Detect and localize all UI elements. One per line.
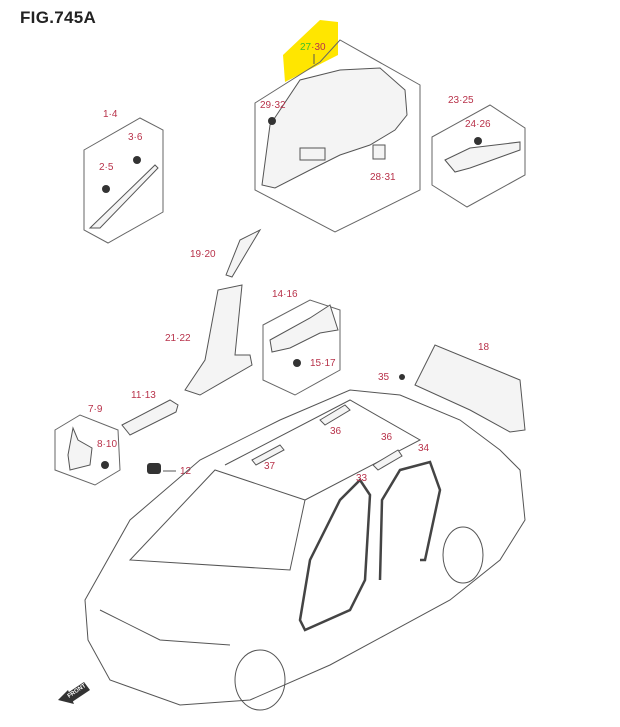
- part-label-28-31[interactable]: 28·31: [370, 172, 396, 183]
- clip-icon: [474, 137, 482, 145]
- car-body-outline: [84, 389, 526, 706]
- trim-14-16-part[interactable]: [269, 304, 339, 353]
- highlight-marker: [283, 20, 338, 82]
- part-label-7-9[interactable]: 7·9: [88, 404, 103, 415]
- trim-23-25-part[interactable]: [444, 141, 521, 173]
- part-label-24-26[interactable]: 24·26: [465, 119, 491, 130]
- part-label-11-13[interactable]: 11·13: [131, 390, 156, 401]
- front-arrow-icon: FRONT: [58, 682, 90, 704]
- clip-icon: [293, 359, 301, 367]
- part-label-1-4[interactable]: 1·4: [103, 109, 118, 120]
- part-label-33[interactable]: 33: [356, 473, 368, 484]
- group-box-quarter-trim: [254, 39, 421, 233]
- part-label-19-20[interactable]: 19·20: [190, 249, 216, 260]
- sill-trim-11-13[interactable]: [121, 399, 179, 436]
- assist-grip-37[interactable]: [251, 444, 285, 466]
- assist-grip-36-front[interactable]: [372, 449, 403, 471]
- part-label-21-22[interactable]: 21·22: [165, 333, 191, 344]
- kick-panel-7-9[interactable]: [67, 426, 93, 471]
- door-weatherstrip-33[interactable]: [298, 478, 372, 632]
- part-label-34[interactable]: 34: [418, 443, 430, 454]
- group-box-23-25: [431, 104, 526, 208]
- part-label-2-5[interactable]: 2·5: [99, 162, 114, 173]
- clip-icon: [268, 117, 276, 125]
- quarter-trim-part[interactable]: [261, 67, 408, 189]
- clip-icon: [102, 185, 110, 193]
- door-weatherstrip-34[interactable]: [378, 460, 442, 581]
- part-label-14-16[interactable]: 14·16: [272, 289, 298, 300]
- clip-icon: [133, 156, 141, 164]
- assist-grip-36-rear[interactable]: [319, 404, 351, 426]
- group-box-14-16: [262, 299, 341, 396]
- clip-icon: [101, 461, 109, 469]
- pillar-trim-19-20[interactable]: [225, 228, 262, 278]
- part-label-36[interactable]: 36: [381, 432, 393, 443]
- part-label-15-17[interactable]: 15·17: [310, 358, 336, 369]
- part-label-12[interactable]: 12: [180, 466, 192, 477]
- clip-12[interactable]: [147, 463, 161, 474]
- group-box-1-4: [83, 117, 164, 244]
- pillar-trim-21-22[interactable]: [184, 284, 253, 396]
- trunk-trim-18[interactable]: [414, 344, 526, 433]
- part-label-27-30[interactable]: 27·30: [300, 42, 326, 53]
- part-label-18[interactable]: 18: [478, 342, 490, 353]
- group-box-7-9: [54, 414, 121, 486]
- part-label-29-32[interactable]: 29·32: [260, 100, 286, 111]
- part-label-35[interactable]: 35: [378, 372, 390, 383]
- part-label-8-10[interactable]: 8·10: [97, 439, 117, 450]
- part-label-23-25[interactable]: 23·25: [448, 95, 474, 106]
- pillar-trim-1-4[interactable]: [88, 164, 159, 229]
- figure-title: FIG.745A: [20, 8, 97, 27]
- part-label-37[interactable]: 37: [264, 461, 276, 472]
- clip-icon: [399, 374, 405, 380]
- part-label-3-6[interactable]: 3·6: [128, 132, 143, 143]
- part-label-36[interactable]: 36: [330, 426, 342, 437]
